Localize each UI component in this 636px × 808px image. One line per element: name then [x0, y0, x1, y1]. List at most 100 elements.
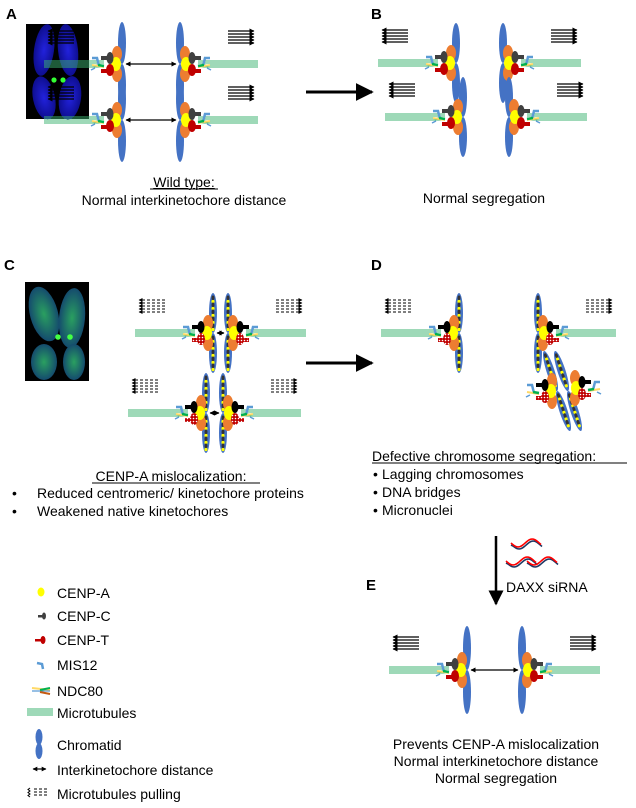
microtubules-icon — [198, 60, 258, 68]
ndc80-icon — [197, 63, 205, 68]
cenp-a-icon — [457, 353, 461, 358]
cenp-t-icon — [536, 396, 544, 400]
mis12-icon — [559, 325, 568, 336]
legend: CENP-A CENP-C CENP-T MIS12 — [27, 585, 214, 802]
chromatin-mark — [536, 309, 540, 315]
cenp-a-icon — [558, 397, 562, 401]
cenp-a-icon — [211, 353, 215, 358]
chromatin-mark — [226, 295, 230, 301]
ndc80-icon — [529, 66, 535, 70]
ndc80-icon — [31, 687, 51, 695]
cenp-t-icon — [516, 68, 524, 72]
microtubules-pulling-icon — [228, 84, 255, 102]
chromatid-icon — [542, 351, 572, 431]
legend-item: Microtubules — [27, 705, 136, 721]
cenp-a-icon — [204, 379, 208, 384]
cenp-a-icon — [221, 407, 225, 412]
cenp-a-icon — [536, 346, 540, 351]
cenp-c-icon — [438, 325, 446, 329]
cenp-c-icon — [522, 109, 530, 113]
kinetochore — [181, 315, 213, 351]
kinetochore — [570, 370, 602, 406]
chromatin-mark — [457, 295, 461, 301]
cenp-c-icon — [451, 658, 459, 670]
kinetochore — [228, 315, 260, 351]
cenp-a-icon — [457, 367, 461, 372]
cenp-c-icon — [516, 55, 524, 59]
chromatin-mark — [221, 389, 225, 395]
ndc80-icon — [181, 336, 187, 340]
microtubules-pulling-icon — [27, 787, 49, 798]
cenp-c-icon — [541, 379, 549, 391]
chromatin-mark — [557, 359, 561, 365]
cenp-t-icon — [193, 69, 201, 73]
legend-item: NDC80 — [31, 683, 103, 699]
caption-a-title: Wild type: — [153, 174, 214, 190]
ndc80-icon — [206, 67, 212, 71]
cenp-a-icon — [573, 410, 577, 414]
chromatin-mark — [204, 443, 208, 449]
chromatin-mark — [563, 379, 567, 385]
ndc80-icon — [520, 62, 528, 67]
kinetochore — [427, 315, 459, 351]
microtubules-icon — [27, 708, 53, 716]
ndc80-icon — [442, 669, 450, 674]
ndc80-icon — [596, 391, 602, 395]
legend-label: CENP-A — [57, 585, 111, 601]
bullet-glyph: • — [373, 466, 378, 482]
cenp-c-icon — [190, 401, 198, 413]
cenp-a-icon — [545, 357, 549, 361]
mis12-icon — [527, 383, 536, 394]
mis12-icon — [530, 109, 539, 120]
cenp-a-icon — [564, 417, 568, 421]
caption-d-bullet-1: Lagging chromosomes — [382, 466, 524, 482]
cenp-t-icon — [101, 125, 109, 129]
cenp-c-icon — [236, 405, 244, 409]
mis12-icon — [429, 325, 438, 336]
ndc80-icon — [97, 119, 105, 124]
ndc80-icon — [240, 412, 248, 417]
cenp-t-icon — [535, 675, 543, 679]
sirna-strand — [505, 558, 538, 568]
cenp-a-icon — [211, 299, 215, 304]
cenp-a-icon — [204, 393, 208, 398]
cenp-a-icon — [457, 327, 461, 332]
chromatin-mark — [457, 349, 461, 355]
cenp-a-icon — [211, 346, 215, 351]
mis12-icon — [92, 112, 101, 123]
microtubules-pulling-icon — [131, 378, 158, 394]
ndc80-icon — [97, 63, 105, 68]
cenp-c-icon — [583, 380, 591, 384]
cenp-a-icon — [536, 360, 540, 365]
chromatin-mark — [572, 406, 576, 412]
mis12-icon — [433, 109, 442, 120]
cenp-c-icon — [551, 325, 559, 329]
caption-d-bullet-3: Micronuclei — [382, 502, 453, 518]
legend-label: NDC80 — [57, 683, 103, 699]
ndc80-icon — [245, 332, 253, 337]
legend-label: Microtubules — [57, 705, 136, 721]
ndc80-icon — [539, 669, 547, 674]
cenp-a-icon — [457, 306, 461, 311]
cenp-c-icon — [447, 105, 455, 117]
sirna-strand — [526, 556, 558, 566]
legend-label: Chromatid — [57, 737, 122, 753]
ndc80-icon — [427, 336, 433, 340]
cenp-a-icon — [536, 367, 540, 372]
mis12-icon — [244, 405, 253, 416]
caption-d-bullet-2: DNA bridges — [382, 484, 461, 500]
microtubules-pulling-icon — [138, 298, 165, 314]
ndc80-icon — [526, 116, 534, 121]
cenp-a-icon — [566, 424, 570, 428]
microtubules-pulling-icon — [392, 634, 419, 652]
cenp-a-icon — [577, 424, 581, 428]
panel-d-diagram — [381, 293, 616, 431]
chromatin-mark — [548, 366, 552, 372]
ndc80-icon — [197, 119, 205, 124]
sirna-strand — [505, 556, 537, 566]
microtubules-pulling-icon — [551, 27, 578, 45]
kinetochore — [435, 652, 467, 688]
cenp-a-icon — [562, 377, 566, 381]
cenp-t-icon — [583, 393, 591, 397]
cenp-a-icon — [536, 353, 540, 358]
